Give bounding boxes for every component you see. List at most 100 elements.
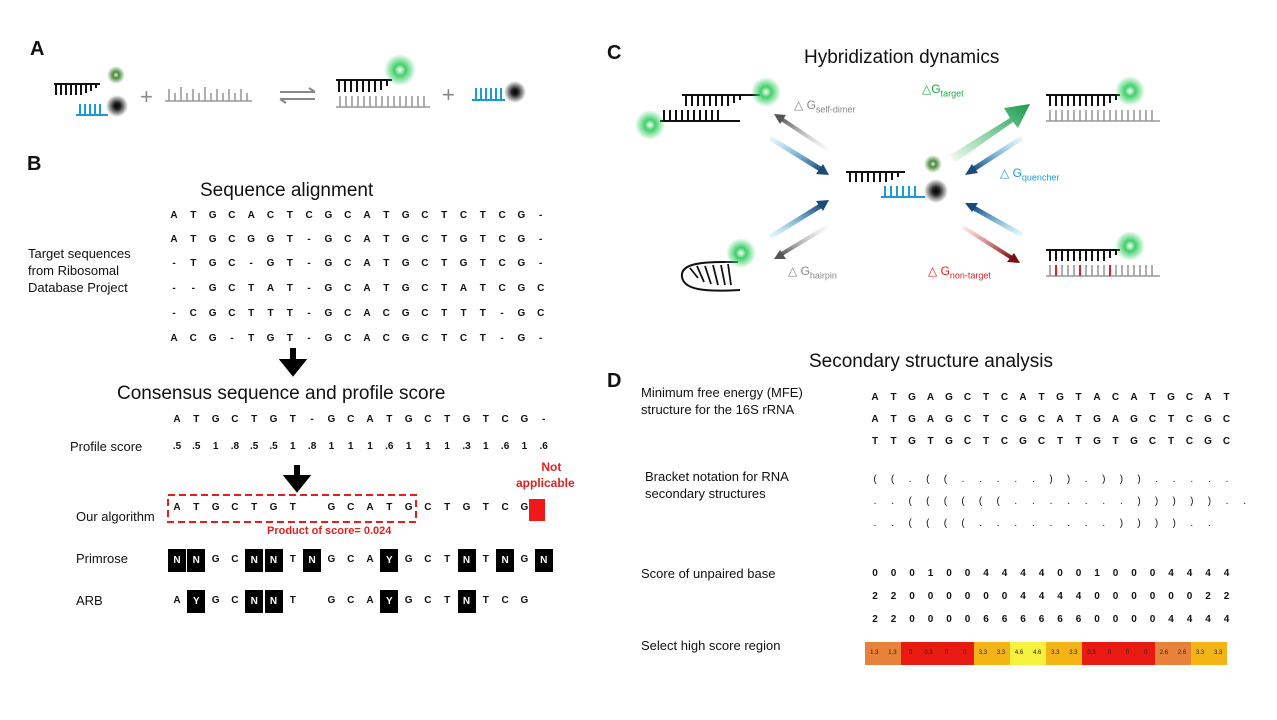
sequence-char: T [441,234,448,245]
sequence-char: - [307,258,311,269]
sequence-char: 6 [1001,614,1008,625]
sequence-char: G [462,502,471,513]
sequence-char: A [366,595,374,606]
sequence-char: 0 [964,591,971,602]
sequence-char: . [1032,518,1035,529]
sequence-char: T [1038,392,1045,403]
sequence-char: A [363,234,371,245]
sequence-char: 0 [946,568,952,579]
sequence-char: T [460,308,467,319]
sequence-char: G [327,554,336,565]
sequence-char: . [1049,518,1053,529]
sequence-char: . [1225,496,1229,507]
sequence-char: ( [943,518,948,529]
sequence-char: C [1000,436,1009,447]
sequence-char: 1 [405,441,412,452]
sequence-char: A [871,392,879,403]
sequence-char: T [1075,414,1082,425]
sequence-char: 4 [1038,591,1045,602]
sequence-char: G [1167,392,1175,403]
sequence-char: T [1223,392,1230,403]
sequence-char: G [401,210,410,221]
sequence-char: G [462,414,471,425]
sequence-char: .5 [250,441,259,452]
sequence-char: A [1130,392,1138,403]
degenerate-base-box: N [534,549,553,572]
sequence-char: G [324,333,333,344]
sequence-char: A [1111,414,1120,425]
sequence-char: 0 [1131,591,1137,602]
sequence-char: T [267,308,274,319]
sequence-char: . [1084,496,1088,507]
sequence-char: C [266,210,275,221]
heat-cell: 3.3 [973,642,993,665]
sequence-char: C [1037,436,1046,447]
sequence-char: C [459,210,468,221]
panel-letter-c: C [607,42,622,64]
sequence-char: C [231,554,239,565]
sequence-char: . [873,518,877,529]
sequence-char: 4 [1186,568,1193,579]
mfe-label: Minimum free energy (MFE) structure for … [641,385,803,417]
sequence-char: . [1102,496,1106,507]
sequence-char: .3 [462,441,471,452]
sequence-char: G [401,333,410,344]
sequence-char: G [266,234,275,245]
sequence-char: G [459,258,468,269]
product-of-score-text: Product of score= 0.024 [267,525,392,537]
sequence-char: 0 [927,591,934,602]
sequence-char: A [926,392,935,403]
sequence-char: 0 [1057,568,1063,579]
sequence-char: - [500,333,504,344]
sequence-char: G [404,414,413,425]
sequence-char: T [444,595,451,606]
bracket-notation-label: Bracket notation for RNA secondary struc… [645,469,789,501]
sequence-char: - [539,258,543,269]
sequence-char: G [247,234,256,245]
sequence-char: 2 [890,614,897,625]
sequence-char: G [324,258,333,269]
sequence-char: C [228,210,236,221]
heat-cell: 1.3 [883,642,902,665]
sequence-char: A [170,210,178,221]
sequence-char: 1 [927,568,934,579]
sequence-char: 0 [1131,568,1137,579]
sequence-char: .5 [269,441,278,452]
sequence-char: 4 [1205,568,1211,579]
sequence-char: T [383,234,390,245]
sequence-char: C [189,308,197,319]
sequence-char: T [289,502,296,513]
sequence-char: G [327,595,336,606]
select-region-label: Select high score region [641,638,781,653]
sequence-char: G [401,234,410,245]
sequence-char: A [1056,414,1064,425]
sequence-char: A [173,595,181,606]
heat-cell: 0 [901,642,920,665]
sequence-char: A [363,283,371,294]
degenerate-base-box: N [245,549,264,572]
sequence-char: 1 [347,441,354,452]
heat-cell: 3.3 [1064,642,1083,665]
sequence-char: G [945,392,953,403]
sequence-char: A [170,234,178,245]
sequence-char: C [498,283,506,294]
sequence-char: T [190,210,197,221]
dg-target-label: △Gtarget [922,82,964,99]
sequence-char: T [444,414,451,425]
sequence-char: T [383,283,390,294]
sequence-char: ( [978,496,983,507]
sequence-char: .5 [172,441,182,452]
svg-text:+: + [442,82,455,107]
sequence-char: . [1190,518,1194,529]
sequence-char: . [979,518,982,529]
sequence-char: C [1000,414,1009,425]
sequence-char: C [501,502,509,513]
primrose-label: Primrose [76,551,129,566]
sequence-char: G [266,333,275,344]
sequence-char: C [189,333,197,344]
sequence-char: 0 [890,568,897,579]
sequence-char: ( [961,496,965,507]
sequence-char: . [961,474,965,485]
sequence-char: ) [1172,496,1176,507]
sequence-char: C [424,595,432,606]
